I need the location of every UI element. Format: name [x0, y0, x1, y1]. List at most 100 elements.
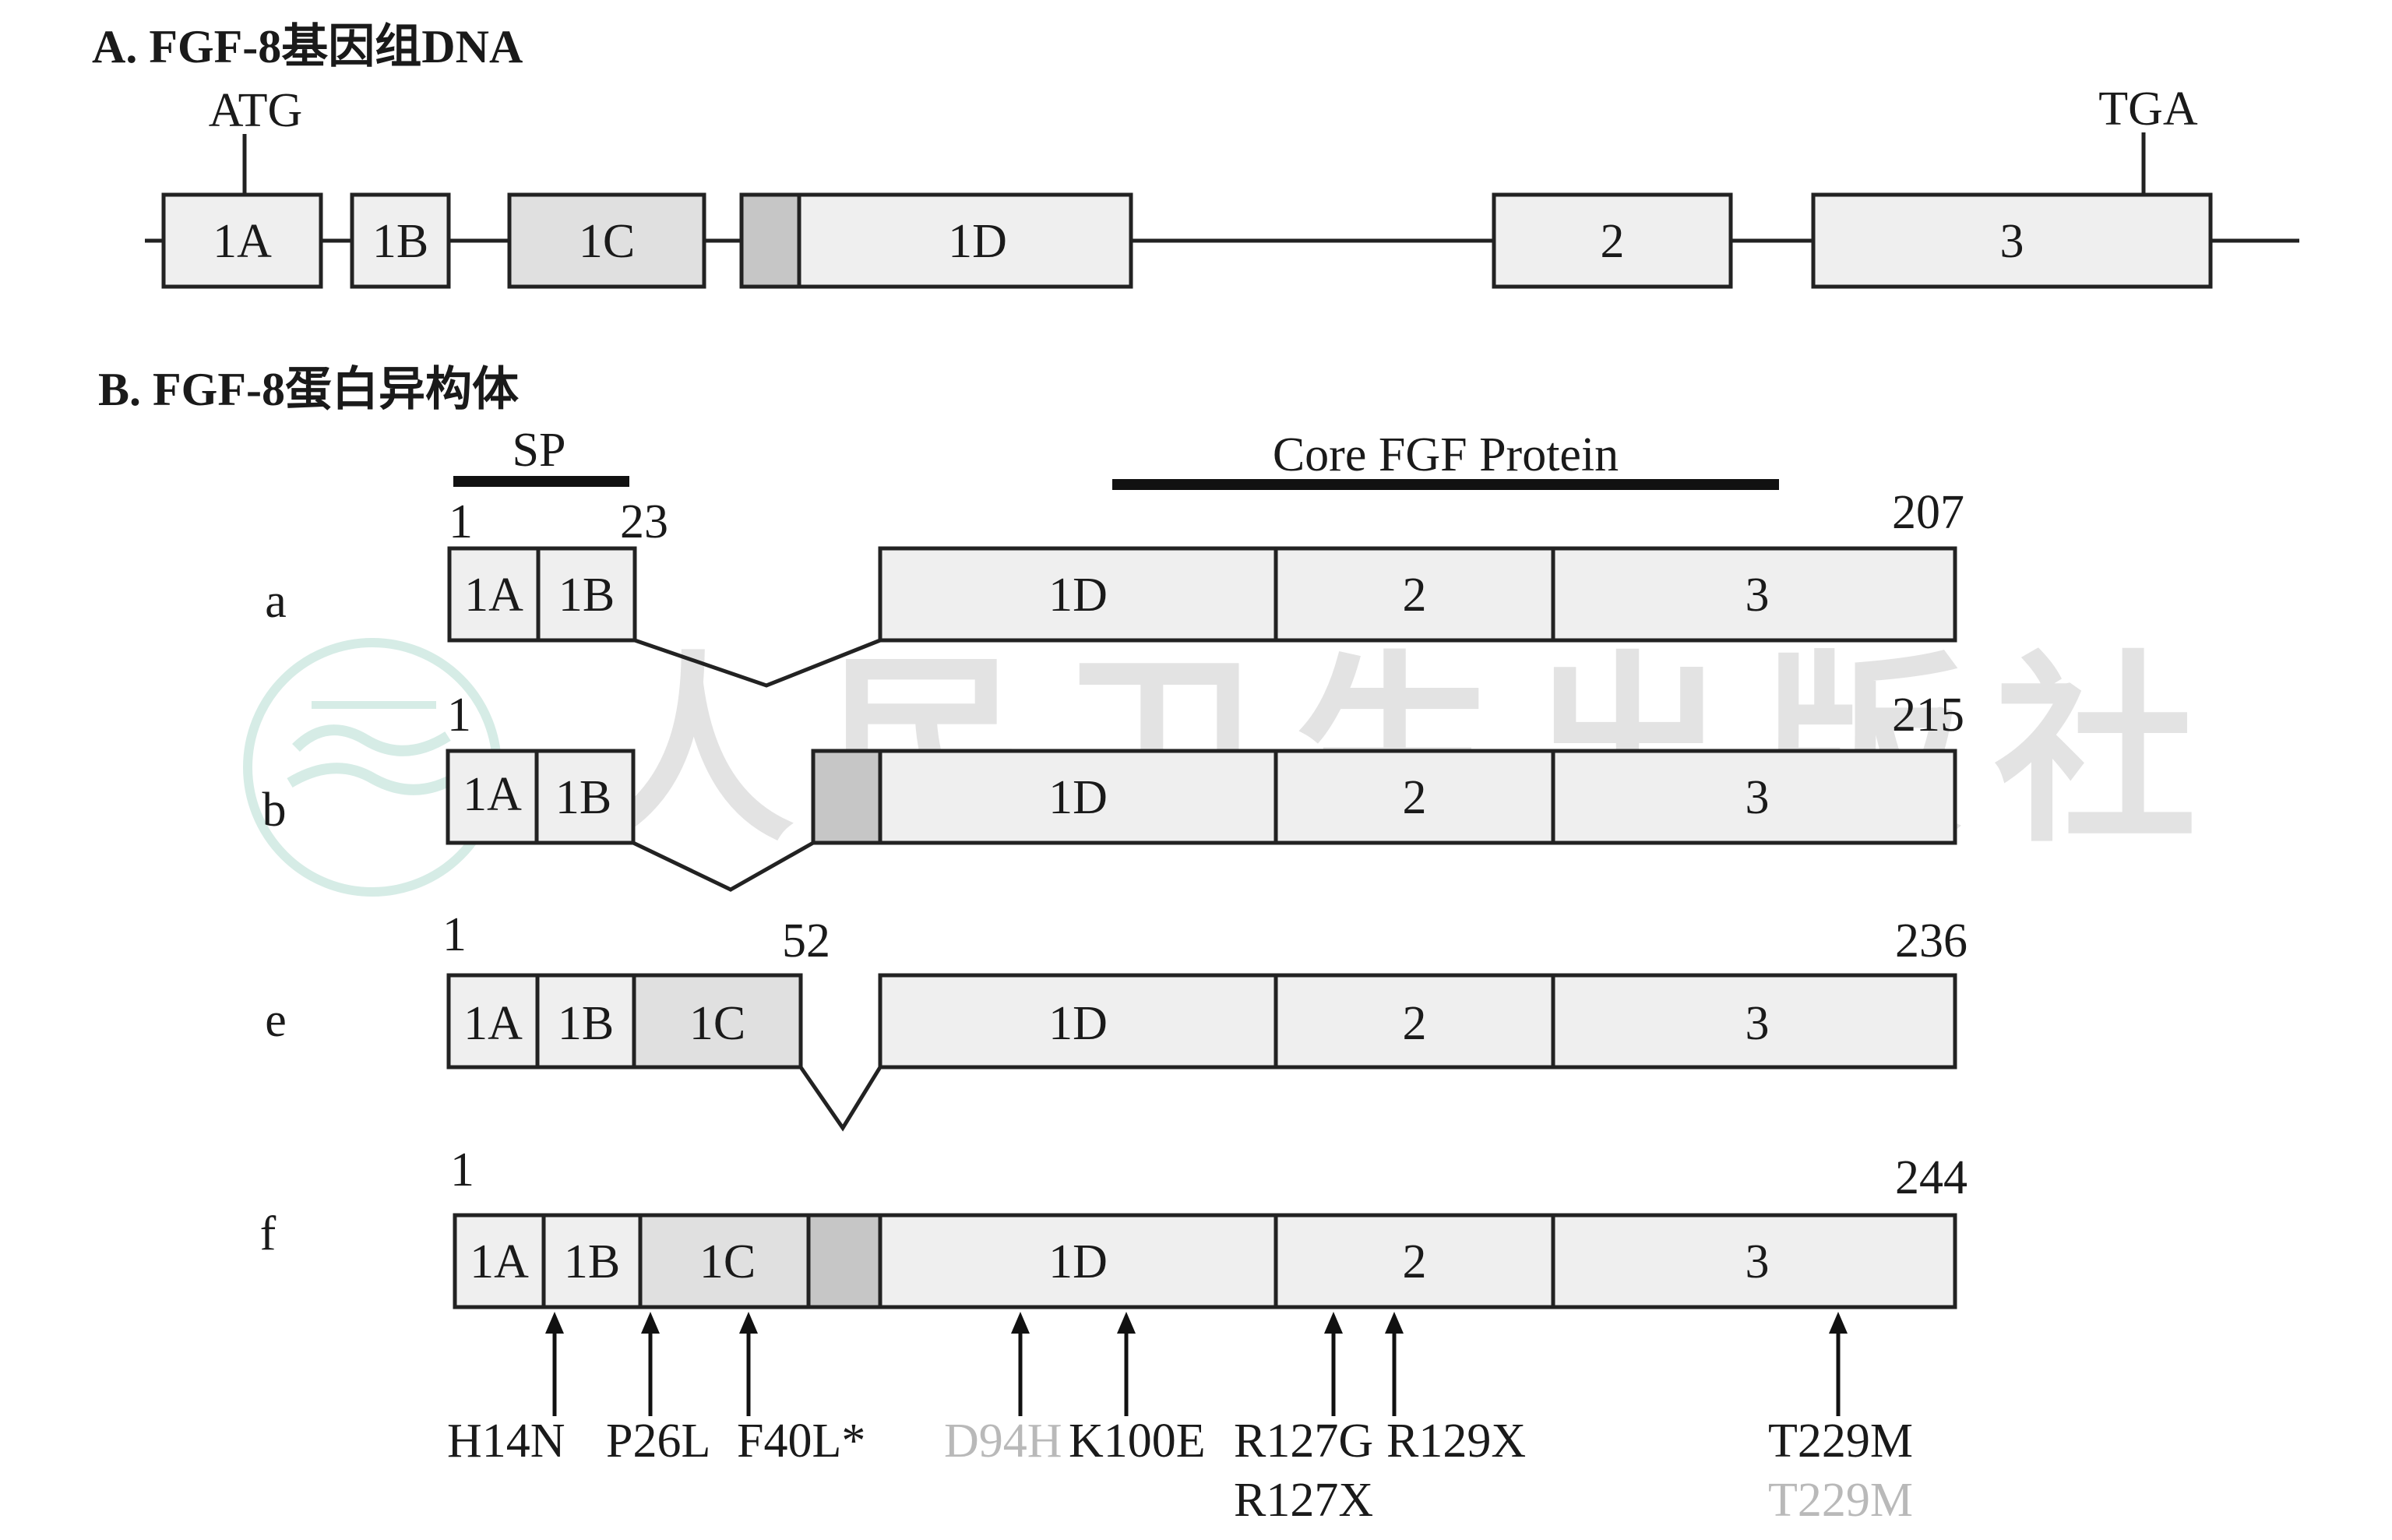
isoform-f-3-label: 3 [1746, 1235, 1770, 1288]
isoform-f-2-label: 2 [1403, 1235, 1427, 1288]
mutation-label: R127G [1234, 1415, 1373, 1468]
mutation-label-faded: T229M [1768, 1474, 1913, 1527]
mutation-arrows [545, 1312, 1848, 1416]
exon-1a-label: 1A [213, 215, 272, 268]
isoform-a: a 1 23 207 1A 1B 1D 2 3 [265, 486, 1964, 688]
isoform-b-1a-label: 1A [463, 768, 522, 821]
isoform-e: e 1 52 236 1A 1B 1C 1D 2 3 [265, 908, 1967, 1132]
isoform-b-1d-label: 1D [1048, 771, 1108, 824]
isoform-a-sp-end: 23 [620, 495, 668, 548]
isoform-b-3-label: 3 [1746, 771, 1770, 824]
exon-1b [350, 192, 451, 289]
isoform-f-1a-label: 1A [470, 1235, 529, 1288]
panel-a-title: A. FGF-8基因组DNA [92, 21, 523, 72]
isoform-f-1c [638, 1213, 811, 1309]
exon-1d [797, 192, 1133, 289]
panel-b: B. FGF-8蛋白异构体 SP Core FGF Protein a 1 23… [98, 364, 1967, 1527]
exon-1c [507, 192, 706, 289]
isoform-a-end: 207 [1892, 486, 1964, 539]
isoform-e-2-label: 2 [1403, 997, 1427, 1050]
mutation-labels: H14N P26L F40L* D94H K100E R127G R127X R… [447, 1415, 1913, 1527]
isoform-a-splice [634, 638, 881, 688]
isoform-a-start: 1 [449, 495, 473, 548]
isoform-b-3 [1551, 749, 1957, 845]
isoform-e-end: 236 [1895, 914, 1967, 967]
isoform-b-1b-label: 1B [555, 771, 611, 824]
isoform-a-1a-label: 1A [464, 569, 523, 622]
isoform-e-start: 1 [442, 908, 467, 961]
isoform-e-1d-label: 1D [1048, 997, 1108, 1050]
exon-1d-alt-segment [739, 192, 801, 289]
mutation-label: K100E [1069, 1415, 1206, 1468]
exon-1a [161, 192, 323, 289]
isoform-b-alt-segment [811, 749, 882, 845]
exon-1c-label: 1C [579, 215, 635, 268]
isoform-e-splice [798, 1066, 882, 1132]
isoform-e-3 [1551, 973, 1957, 1070]
exon-3 [1811, 192, 2213, 289]
isoform-a-1b [536, 546, 637, 643]
isoform-f-1c-label: 1C [699, 1235, 756, 1288]
isoform-b-1b [534, 749, 636, 845]
exon-1d-label: 1D [948, 215, 1007, 268]
arrow-up-icon [641, 1312, 660, 1416]
mutation-label: H14N [447, 1415, 565, 1468]
isoform-e-1b-label: 1B [558, 997, 614, 1050]
isoform-f-1d-label: 1D [1048, 1235, 1108, 1288]
mutation-label-faded: D94H [944, 1415, 1062, 1468]
isoform-b-splice [632, 840, 815, 892]
mutation-label: R127X [1234, 1474, 1373, 1527]
isoform-e-1b [535, 973, 636, 1070]
arrow-up-icon [1385, 1312, 1404, 1416]
isoform-a-3-label: 3 [1746, 569, 1770, 622]
arrow-up-icon [1324, 1312, 1343, 1416]
panel-a: A. FGF-8基因组DNA 1A 1B 1C 1D 2 3 ATG TGA [92, 21, 2299, 289]
arrow-up-icon [1117, 1312, 1136, 1416]
isoform-f-1d [878, 1213, 1278, 1309]
isoform-b: b 1 215 1A 1B 1D 2 3 [262, 689, 1964, 892]
isoform-e-name: e [265, 994, 287, 1047]
isoform-b-name: b [262, 784, 287, 837]
exon-2 [1492, 192, 1733, 289]
isoform-a-1d-label: 1D [1048, 569, 1108, 622]
arrow-up-icon [1829, 1312, 1848, 1416]
sp-label: SP [513, 424, 566, 477]
isoform-e-3-label: 3 [1746, 997, 1770, 1050]
mutation-label: R129X [1386, 1415, 1526, 1468]
core-protein-label: Core FGF Protein [1273, 428, 1619, 481]
atg-label: ATG [209, 84, 303, 137]
isoform-a-3 [1551, 546, 1957, 643]
isoform-e-1d [878, 973, 1278, 1070]
isoform-b-2 [1274, 749, 1555, 845]
isoform-e-1c-label: 1C [689, 997, 745, 1050]
isoform-f-start: 1 [450, 1144, 474, 1196]
tga-label: TGA [2098, 83, 2198, 136]
arrow-up-icon [1011, 1312, 1030, 1416]
isoform-f-name: f [260, 1207, 277, 1260]
isoform-e-1c [632, 973, 803, 1070]
exon-3-label: 3 [2000, 215, 2024, 268]
arrow-up-icon [545, 1312, 564, 1416]
isoform-b-start: 1 [447, 689, 471, 742]
isoform-a-1a [447, 546, 541, 643]
isoform-f-end: 244 [1895, 1151, 1967, 1204]
exon-1b-label: 1B [372, 215, 428, 268]
arrow-up-icon [739, 1312, 758, 1416]
mutation-label: T229M [1768, 1415, 1913, 1468]
isoform-f-3 [1551, 1213, 1957, 1309]
panel-b-title: B. FGF-8蛋白异构体 [98, 364, 519, 415]
mutation-label: F40L* [737, 1415, 865, 1468]
exon-2-label: 2 [1601, 215, 1625, 268]
isoform-a-2 [1274, 546, 1555, 643]
isoform-e-mid: 52 [782, 914, 830, 967]
mutation-label: P26L [606, 1415, 710, 1468]
isoform-f-alt-segment [806, 1213, 882, 1309]
isoform-a-name: a [265, 575, 287, 628]
isoform-a-1b-label: 1B [558, 569, 615, 622]
isoform-a-2-label: 2 [1403, 569, 1427, 622]
isoform-f: f 1 244 1A 1B 1C 1D 2 3 [260, 1144, 1967, 1309]
isoform-b-end: 215 [1892, 689, 1964, 742]
isoform-b-2-label: 2 [1403, 771, 1427, 824]
